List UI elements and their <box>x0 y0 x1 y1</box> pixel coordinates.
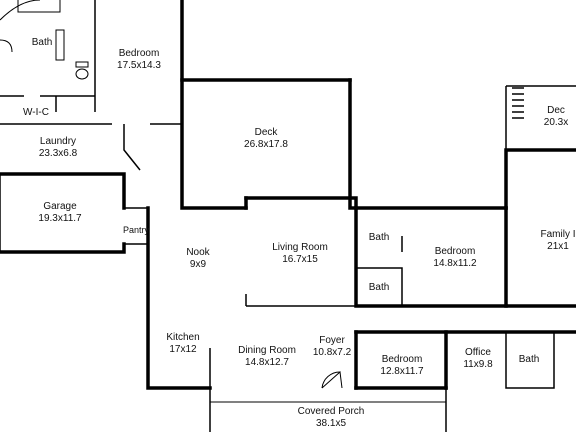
room-walk-in-closet: W-I-C <box>23 107 49 118</box>
room-laundry: Laundry 23.3x6.8 <box>38 136 78 159</box>
thick-walls <box>0 0 576 390</box>
room-living-room: Living Room 16.7x15 <box>272 242 328 265</box>
room-deck-right: Dec 20.3x <box>543 105 569 128</box>
room-dining-room: Dining Room 14.8x12.7 <box>238 345 296 368</box>
room-kitchen: Kitchen 17x12 <box>166 332 200 355</box>
room-bedroom-top-left: Bedroom 17.5x14.3 <box>117 48 161 71</box>
room-bedroom-lower: Bedroom 12.8x11.7 <box>380 354 424 377</box>
room-bedroom-mid: Bedroom 14.8x11.2 <box>433 246 477 269</box>
room-pantry: Pantry <box>122 225 150 235</box>
room-bath-mid-lower: Bath <box>368 282 390 293</box>
room-deck-center: Deck 26.8x17.8 <box>244 127 288 150</box>
room-nook: Nook 9x9 <box>186 247 210 270</box>
room-office: Office 11x9.8 <box>463 347 493 370</box>
room-foyer: Foyer 10.8x7.2 <box>312 335 352 358</box>
room-garage: Garage 19.3x11.7 <box>38 201 82 224</box>
room-covered-porch: Covered Porch 38.1x5 <box>297 406 365 429</box>
door-openings <box>321 371 341 389</box>
room-bath-lower: Bath <box>518 354 540 365</box>
room-family: Family I 21x1 <box>540 229 576 252</box>
room-bath-top-left: Bath <box>31 37 53 48</box>
room-bath-mid-upper: Bath <box>368 232 390 243</box>
